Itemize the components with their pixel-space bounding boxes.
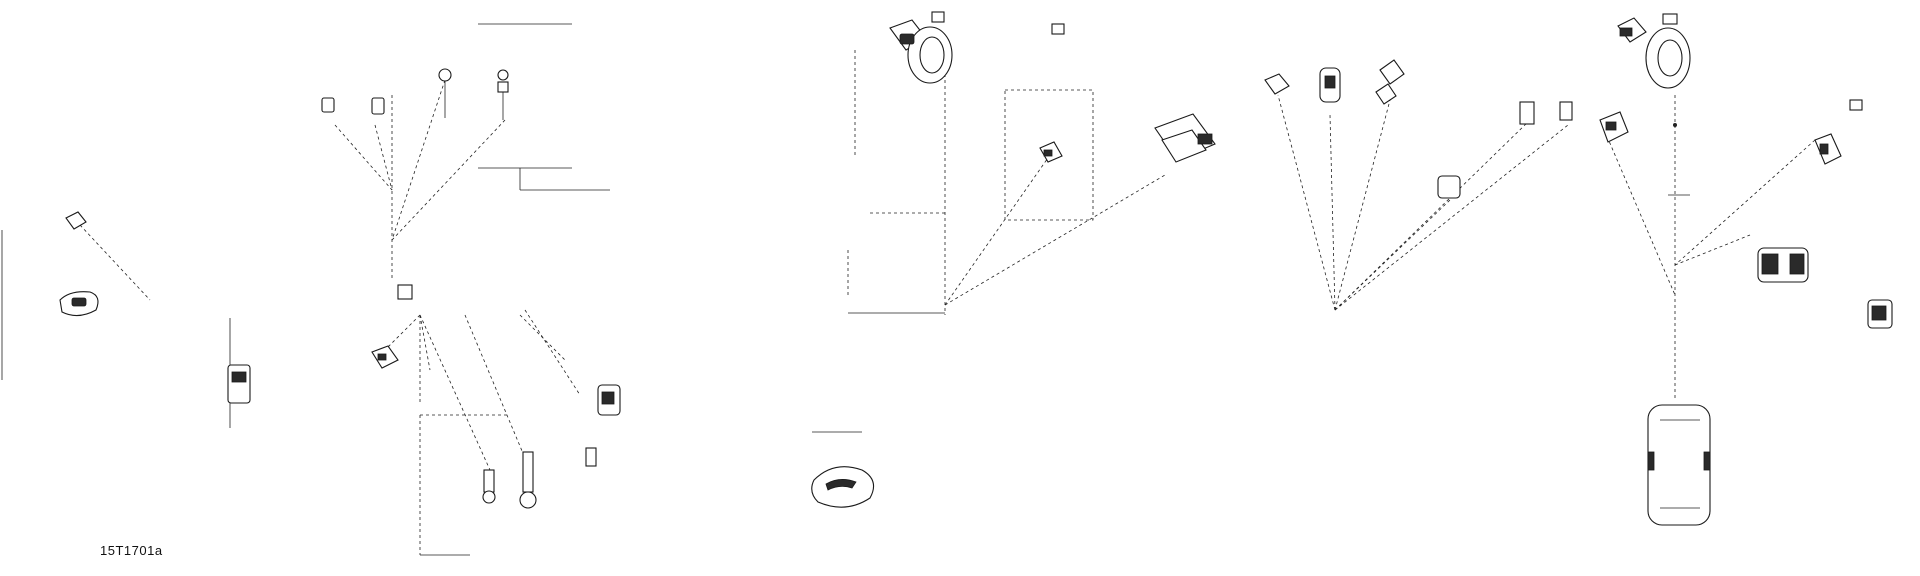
branch-wire: [524, 309, 581, 396]
branch-wire: [391, 119, 506, 241]
fan-wire: [1334, 199, 1451, 311]
connector-part: [1039, 23, 1216, 163]
fan-wire: [1334, 119, 1531, 311]
control-module: [1647, 404, 1711, 526]
connector-part: [59, 211, 99, 317]
branch-wire: [944, 174, 1166, 306]
branch-wire: [1674, 139, 1816, 266]
fan-wire: [1277, 94, 1336, 311]
connector-part: [1617, 13, 1691, 127]
connector-part: [889, 11, 953, 84]
fan-wire: [1334, 124, 1569, 311]
branch-wire: [519, 314, 566, 361]
branch-wire: [1599, 119, 1676, 296]
connector-part: [1264, 59, 1573, 199]
connector-part: [227, 345, 621, 509]
branch-wire: [464, 314, 531, 471]
fan-wire: [1329, 114, 1336, 311]
figure-reference-id: 15T1701a: [100, 543, 163, 558]
branch-wire: [944, 154, 1051, 306]
connector-part: [811, 466, 875, 508]
dashed-box: [1004, 89, 1094, 221]
branch-wire: [1674, 234, 1751, 266]
branch-wire: [419, 314, 431, 371]
connector-part: [1599, 99, 1863, 165]
connector-part: [321, 68, 509, 300]
branch-wire: [419, 314, 491, 471]
branch-wire: [79, 224, 151, 301]
connector-part: [1757, 247, 1893, 329]
branch-wire: [391, 79, 446, 241]
branch-wire: [374, 124, 393, 191]
branch-wire: [334, 124, 393, 191]
fan-wire: [1334, 99, 1391, 311]
